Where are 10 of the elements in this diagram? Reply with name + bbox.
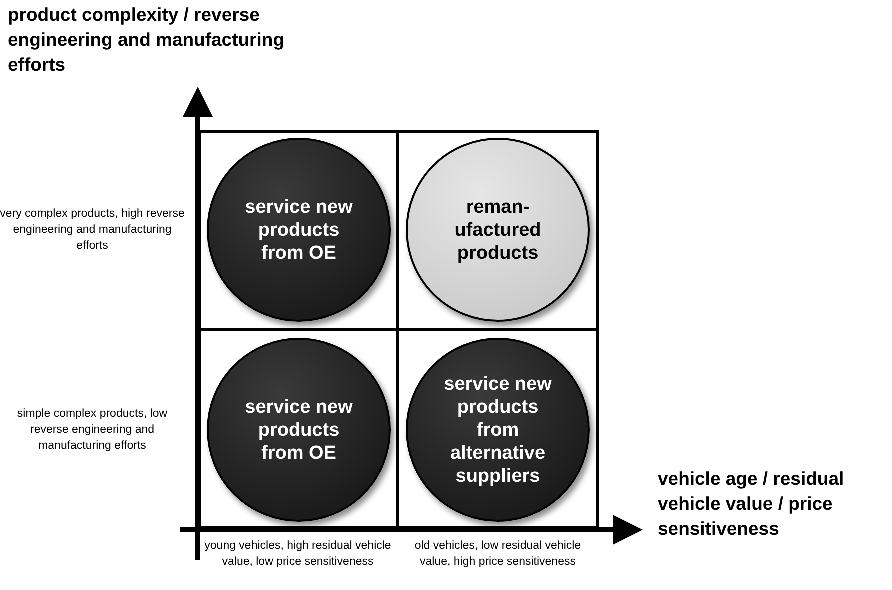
- circle-text: service new products from OE: [244, 396, 354, 464]
- column-label: old vehicles, low residual vehicle value, high price sensitiveness: [414, 539, 582, 570]
- circle-text: service new products from OE: [244, 196, 354, 264]
- column-label: young vehicles, high residual vehicle value, low price sensitiveness: [204, 539, 392, 570]
- circle-text: reman-ufactured products: [454, 196, 542, 264]
- row-label: very complex products, high reverse engineering and manufacturing efforts: [0, 207, 185, 254]
- circle-text: service new products from alternative suppliers: [443, 372, 553, 488]
- axis-title: vehicle age / residual vehicle value / price sensitiveness: [658, 467, 846, 541]
- row-label: simple complex products, low reverse engineering and manufacturing efforts: [16, 407, 169, 454]
- axis-title: product complexity / reverse engineering and manufacturing efforts: [8, 3, 286, 77]
